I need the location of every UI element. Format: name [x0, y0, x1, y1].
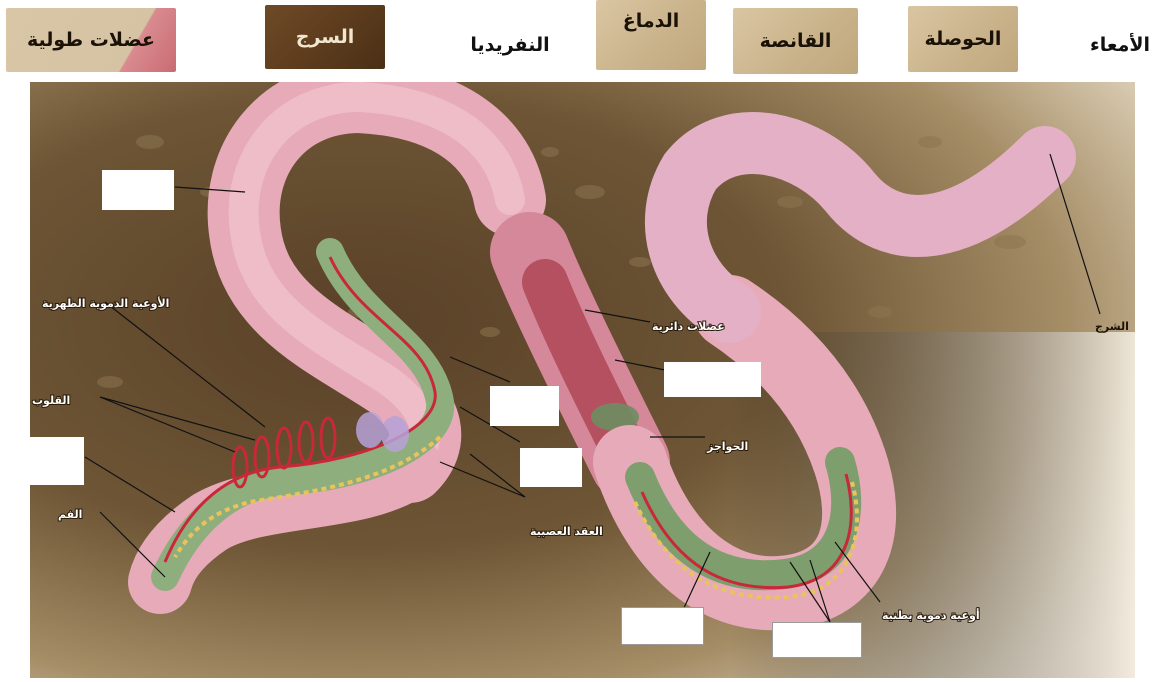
word-clitellum: السرج	[296, 26, 355, 48]
label-hearts: القلوب	[32, 394, 70, 407]
answer-box-4[interactable]	[520, 448, 582, 487]
word-crop: الحوصلة	[925, 28, 1002, 50]
label-mouth: الفم	[58, 508, 82, 521]
earthworm-illustration: الأوعية الدموية الظهرية القلوب الفم العق…	[30, 82, 1135, 678]
word-longitudinal-muscles: عضلات طولية	[27, 29, 155, 51]
answer-box-7[interactable]	[772, 622, 862, 658]
answer-box-5[interactable]	[664, 362, 761, 397]
answer-box-1[interactable]	[102, 170, 174, 210]
answer-box-6[interactable]	[621, 607, 704, 645]
word-tile-brain[interactable]: الدماغ	[596, 0, 706, 70]
answer-box-3[interactable]	[490, 386, 559, 426]
label-anus: الشرج	[1095, 320, 1129, 334]
word-brain: الدماغ	[623, 10, 680, 32]
earthworm-diagram: الأوعية الدموية الظهرية القلوب الفم العق…	[30, 82, 1135, 678]
word-tile-crop[interactable]: الحوصلة	[908, 6, 1018, 72]
word-tile-gizzard[interactable]: القانصة	[733, 8, 858, 74]
label-circular-muscles: عضلات دائرية	[652, 320, 725, 333]
word-gizzard: القانصة	[760, 30, 832, 52]
word-intestine[interactable]: الأمعاء	[1075, 28, 1165, 62]
label-dorsal-vessels: الأوعية الدموية الظهرية	[42, 296, 169, 310]
answer-box-2[interactable]	[30, 437, 84, 485]
label-ganglia: العقد العصبية	[530, 525, 603, 538]
label-septa: الحواجز	[706, 440, 748, 453]
word-tile-longitudinal-muscles[interactable]: عضلات طولية	[6, 8, 176, 72]
label-ventral-vessels: أوعية دموية بطنية	[882, 608, 980, 622]
word-tile-clitellum[interactable]: السرج	[265, 5, 385, 69]
word-nephridia[interactable]: النفريديا	[455, 28, 565, 62]
